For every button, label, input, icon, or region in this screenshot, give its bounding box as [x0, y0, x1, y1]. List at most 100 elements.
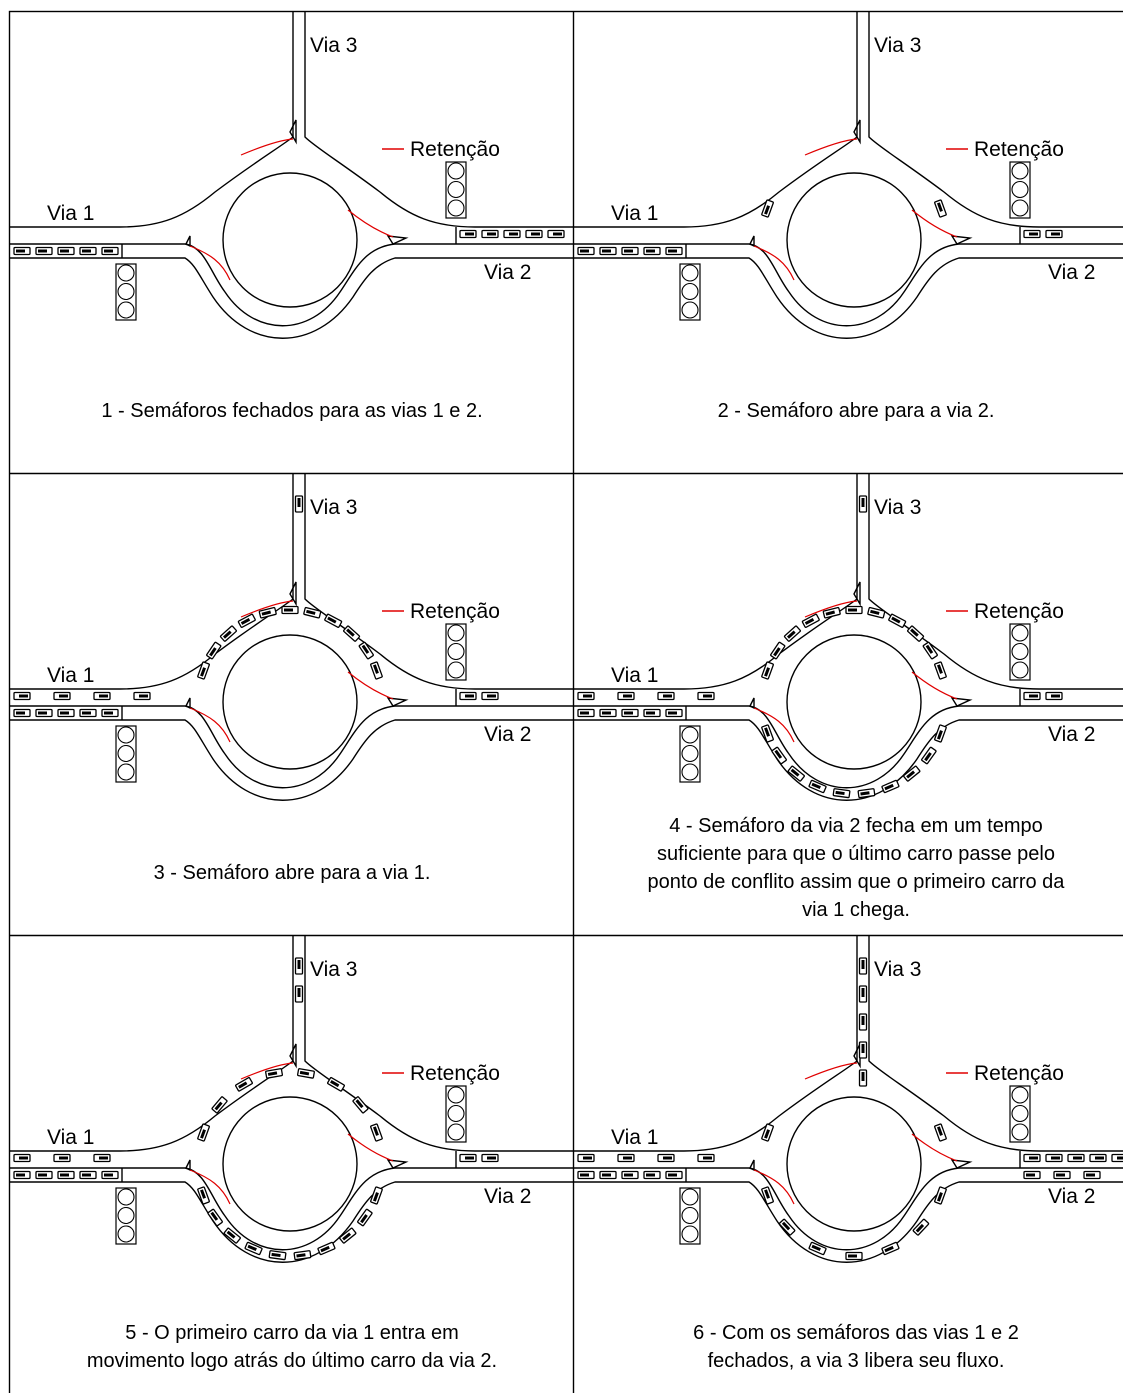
car-circulating-south: [318, 1242, 335, 1255]
car-circulating-north: [327, 1077, 344, 1091]
car-via1-queue: [666, 1172, 682, 1179]
traffic-light-via1: [116, 726, 136, 782]
red-lamp: [682, 265, 698, 281]
amber-lamp: [682, 746, 698, 762]
road-network: [574, 474, 1123, 800]
car-circulating-north: [846, 607, 862, 614]
car-circulating-north: [324, 614, 341, 628]
via2-label: Via 2: [1048, 261, 1096, 284]
amber-lamp: [682, 1208, 698, 1224]
via3-label: Via 3: [310, 958, 358, 981]
traffic-light-via1: [680, 1188, 700, 1244]
car-circulating-north: [934, 662, 946, 679]
amber-lamp: [448, 644, 464, 660]
car-circulating-north: [297, 1069, 314, 1079]
step-caption: 1 - Semáforos fechados para as vias 1 e …: [20, 397, 564, 425]
traffic-light-via2: [1010, 1086, 1030, 1142]
car-via2-queue: [1024, 1155, 1040, 1162]
splitter-island: [388, 1160, 406, 1168]
car-via1-queue: [58, 710, 74, 717]
car-circulating-south: [788, 766, 805, 781]
central-island: [787, 173, 921, 307]
road-network: [574, 936, 1123, 1262]
via3-label: Via 3: [874, 34, 922, 57]
car-via1-queue: [600, 710, 616, 717]
road-network: [10, 474, 574, 800]
caption-line: 3 - Semáforo abre para a via 1.: [20, 859, 564, 887]
car-via1-queue: [80, 710, 96, 717]
traffic-light-via1: [680, 264, 700, 320]
car-via2-queue: [1046, 693, 1062, 700]
car-via3-outgoing: [860, 958, 867, 974]
car-via1-queue: [600, 1172, 616, 1179]
green-lamp: [682, 1226, 698, 1242]
car-via1-queue: [14, 1172, 30, 1179]
car-via1-queue: [644, 1172, 660, 1179]
retention-lines: [754, 601, 957, 742]
car-via2-queue: [1112, 1155, 1123, 1162]
traffic-light-via2: [1010, 162, 1030, 218]
amber-lamp: [1012, 182, 1028, 198]
car-via1-queue: [666, 248, 682, 255]
amber-lamp: [1012, 1106, 1028, 1122]
red-lamp: [1012, 163, 1028, 179]
car-via3-outgoing: [296, 496, 303, 512]
car-via1-outgoing: [658, 693, 674, 700]
car-via2-queue: [526, 231, 542, 238]
green-lamp: [118, 764, 134, 780]
traffic-light-via2: [446, 624, 466, 680]
car-via1-outgoing: [578, 1155, 594, 1162]
car-via2-queue: [482, 231, 498, 238]
amber-lamp: [448, 182, 464, 198]
car-circulating-south: [934, 1187, 946, 1204]
car-via1-queue: [644, 710, 660, 717]
car-via1-queue: [102, 710, 118, 717]
car-circulating-south: [370, 1187, 382, 1204]
car-via1-outgoing: [94, 693, 110, 700]
central-island: [787, 635, 921, 769]
step-caption: 3 - Semáforo abre para a via 1.: [20, 859, 564, 887]
caption-line: ponto de conflito assim que o primeiro c…: [584, 868, 1123, 896]
retention-lines: [754, 139, 957, 280]
car-via2-queue: [460, 231, 476, 238]
retention-legend-label: Retenção: [974, 600, 1064, 623]
via1-label: Via 1: [47, 664, 95, 687]
via3-label: Via 3: [310, 496, 358, 519]
car-circulating-north: [762, 662, 774, 679]
car-circulating-north: [762, 200, 774, 217]
splitter-island: [750, 236, 754, 246]
car-via1-queue: [622, 1172, 638, 1179]
car-circulating-south: [903, 766, 920, 781]
retention-lines: [190, 601, 393, 742]
red-lamp: [1012, 625, 1028, 641]
splitter-island: [750, 698, 754, 708]
car-circulating-south: [198, 1187, 210, 1204]
car-circulating-south: [762, 725, 774, 742]
via3-label: Via 3: [874, 496, 922, 519]
car-circulating-north: [238, 614, 255, 628]
retention-lines: [754, 1063, 957, 1204]
caption-line: 1 - Semáforos fechados para as vias 1 e …: [20, 397, 564, 425]
vehicles: [14, 958, 498, 1260]
car-circulating-south: [339, 1228, 356, 1243]
car-circulating-north: [762, 1124, 774, 1141]
car-via1-queue: [666, 710, 682, 717]
red-lamp: [118, 727, 134, 743]
caption-line: movimento logo atrás do último carro da …: [20, 1347, 564, 1375]
car-via1-outgoing: [698, 1155, 714, 1162]
central-island: [223, 173, 357, 307]
green-lamp: [118, 1226, 134, 1242]
red-lamp: [448, 163, 464, 179]
red-lamp: [682, 1189, 698, 1205]
green-lamp: [1012, 1124, 1028, 1140]
car-circulating-north: [907, 626, 924, 642]
retention-lines: [190, 1063, 393, 1204]
red-lamp: [682, 727, 698, 743]
traffic-light-via1: [116, 1188, 136, 1244]
via1-label: Via 1: [611, 664, 659, 687]
car-via2-queue: [1046, 1155, 1062, 1162]
